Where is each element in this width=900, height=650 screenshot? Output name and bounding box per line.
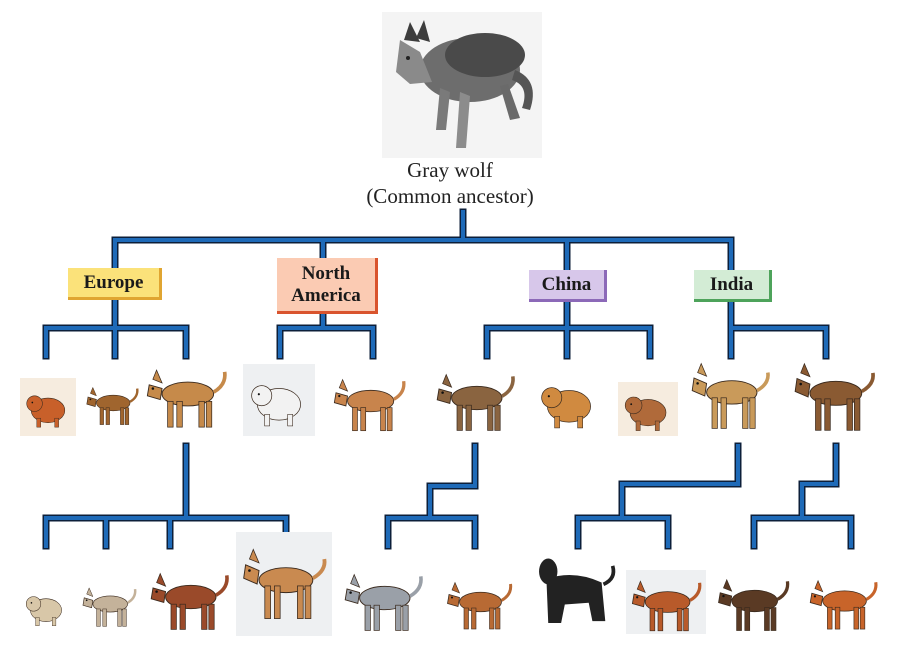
region-north-america: North America: [277, 258, 378, 314]
ancestor-subtitle: (Common ancestor): [366, 184, 534, 208]
dog-illustration: [20, 378, 76, 436]
dog-illustration: [434, 572, 524, 632]
region-china: China: [529, 270, 607, 302]
dog-illustration: [236, 532, 332, 636]
region-north-america-label: North America: [291, 262, 361, 306]
dog-illustration: [78, 574, 140, 634]
dog-illustration: [804, 568, 882, 634]
dog-illustration: [82, 372, 142, 434]
region-india: India: [694, 270, 772, 302]
dog-illustration: [533, 368, 605, 436]
dog-illustration: [140, 352, 232, 436]
ancestor-name: Gray wolf: [407, 158, 493, 182]
dog-illustration: [786, 360, 882, 434]
region-china-label: China: [541, 273, 592, 295]
dog-illustration: [430, 362, 520, 434]
dog-illustration: [243, 364, 315, 436]
dog-illustration: [712, 568, 794, 634]
gray-wolf-illustration: [382, 12, 542, 158]
dog-illustration: [338, 562, 428, 634]
tree-branches: [42, 208, 855, 550]
region-europe-label: Europe: [83, 271, 144, 293]
dog-illustration: [684, 360, 776, 432]
dog-illustration: [20, 580, 72, 634]
dog-illustration: [618, 382, 678, 436]
dog-illustration: [144, 560, 234, 634]
region-europe: Europe: [68, 268, 162, 300]
dog-illustration: [326, 368, 412, 434]
region-india-label: India: [709, 273, 754, 295]
dog-illustration: [626, 570, 706, 634]
dog-illustration: [528, 542, 620, 634]
